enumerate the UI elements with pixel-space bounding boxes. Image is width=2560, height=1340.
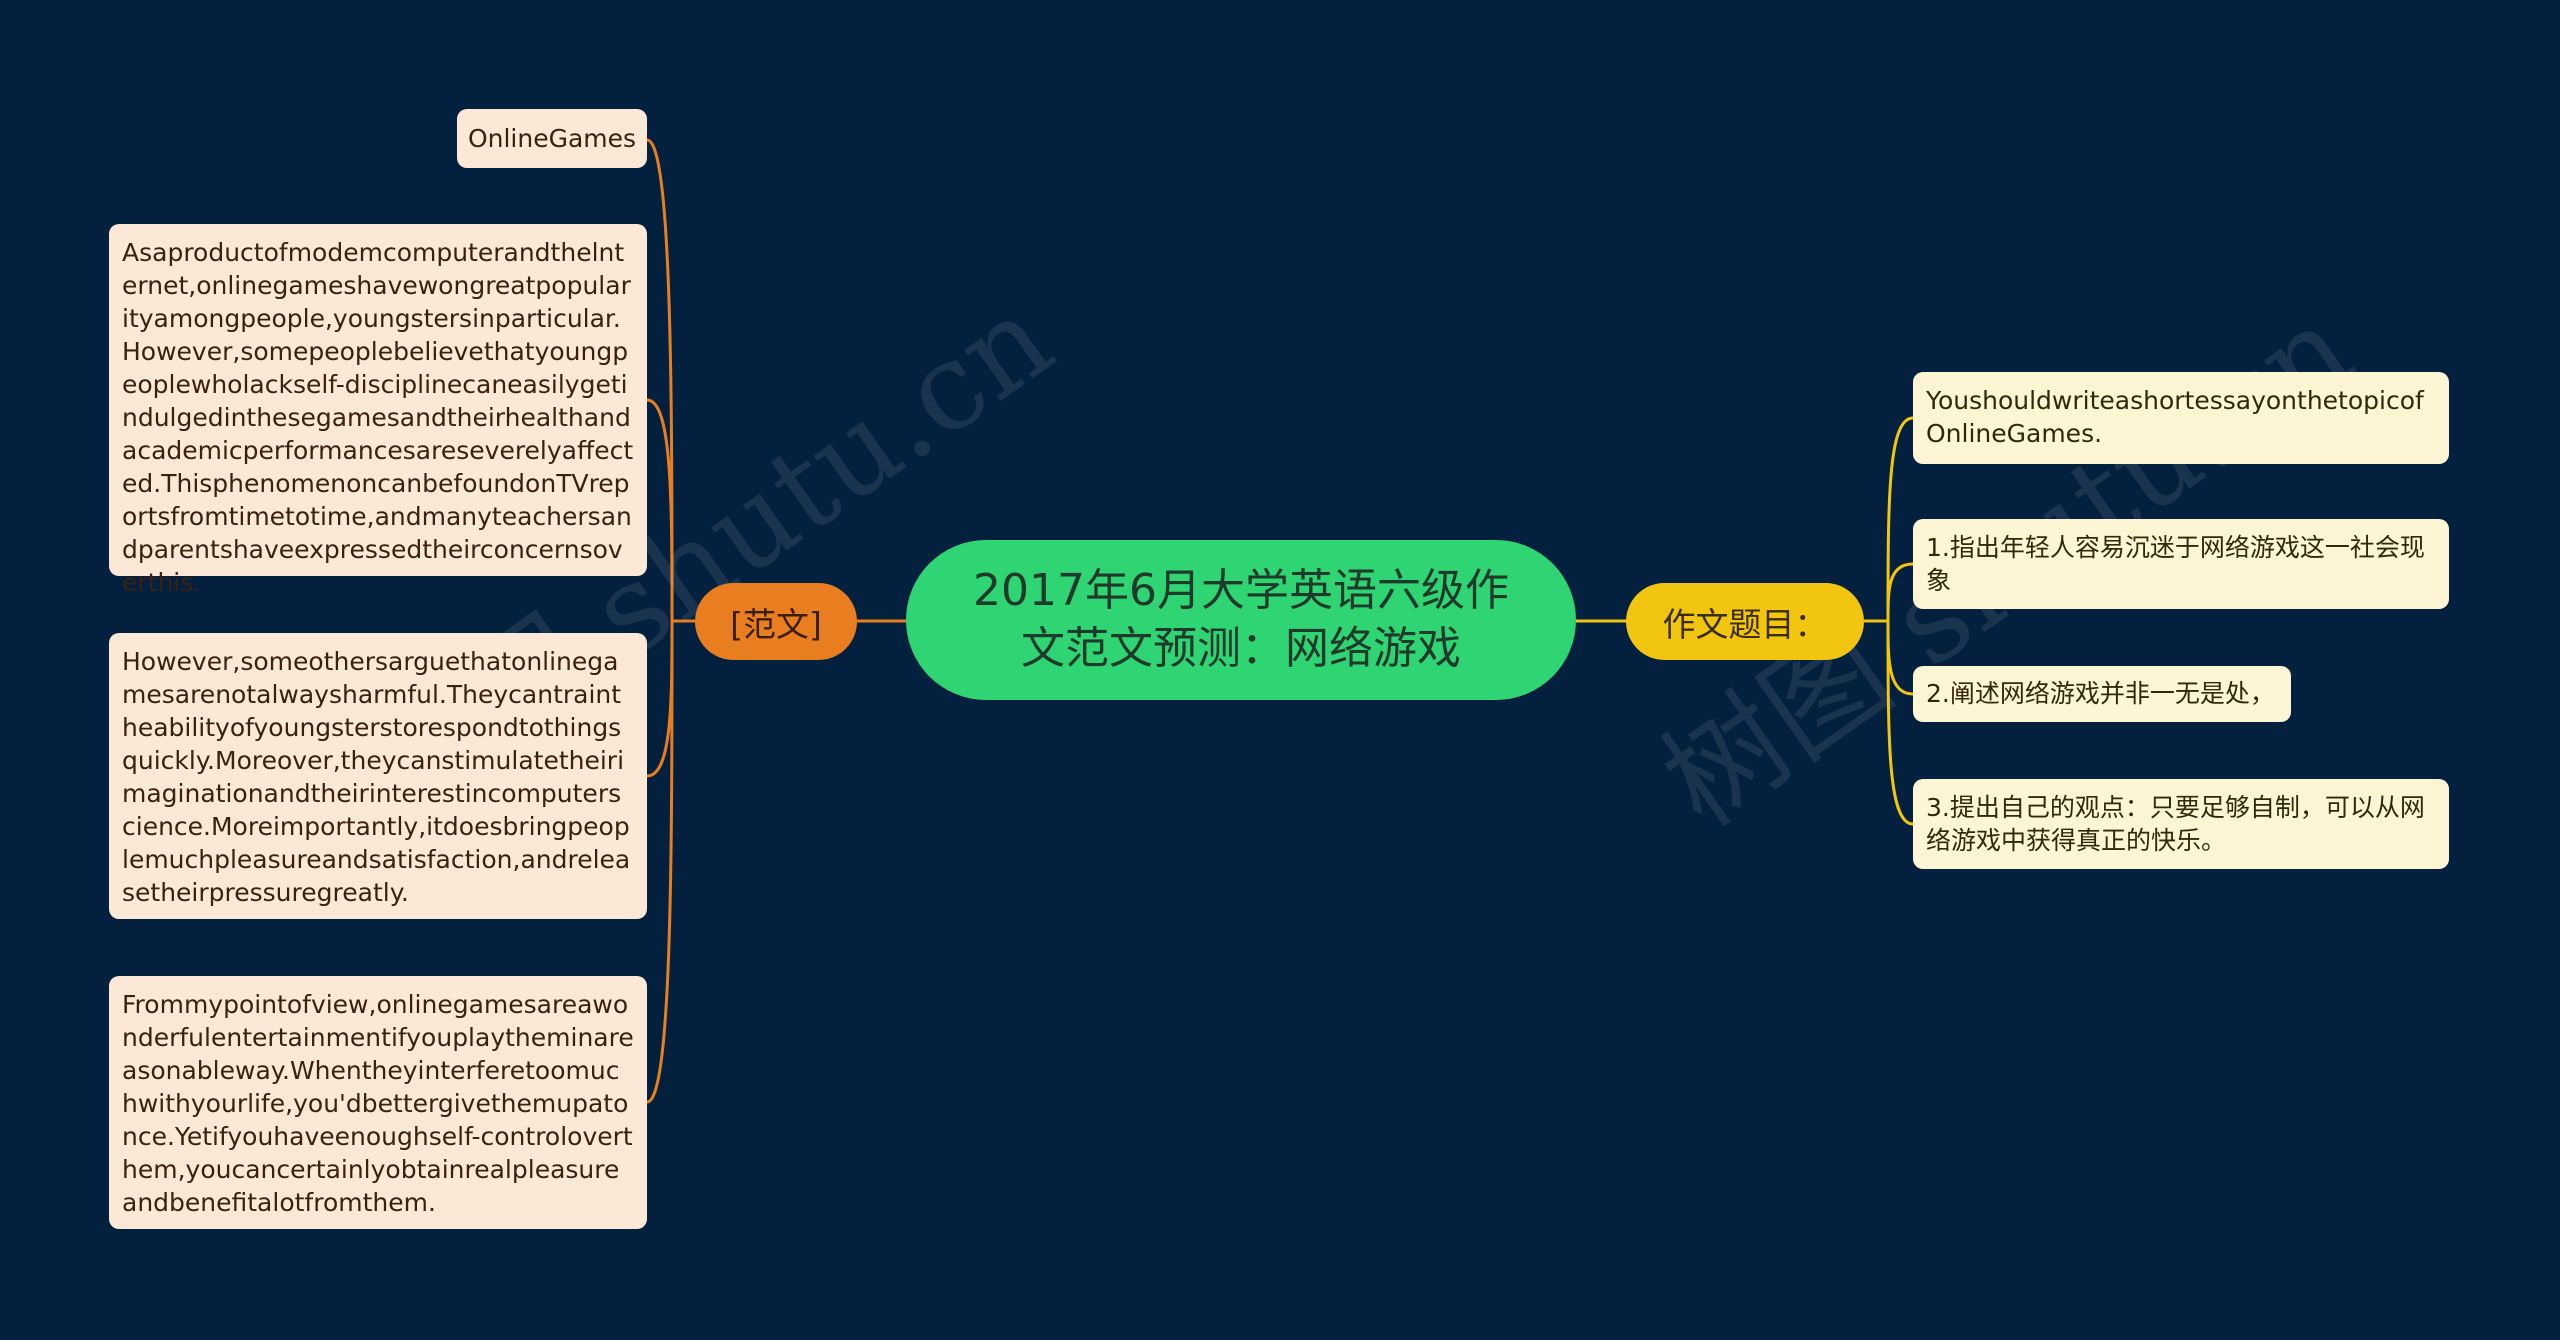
leaf-point-1[interactable]: 1.指出年轻人容易沉迷于网络游戏这一社会现象	[1913, 519, 2449, 609]
branch-essay-topic[interactable]: 作文题目：	[1626, 583, 1864, 660]
central-topic-text: 2017年6月大学英语六级作文范文预测：网络游戏	[973, 565, 1509, 674]
leaf-paragraph-2[interactable]: However,someothersarguethatonlinegamesar…	[109, 633, 647, 919]
branch-label: [范文]	[730, 604, 822, 644]
central-topic[interactable]: 2017年6月大学英语六级作文范文预测：网络游戏	[906, 540, 1576, 700]
leaf-point-3[interactable]: 3.提出自己的观点：只要足够自制，可以从网络游戏中获得真正的快乐。	[1913, 779, 2449, 869]
leaf-title[interactable]: OnlineGames	[457, 109, 647, 168]
branch-label: 作文题目：	[1662, 604, 1828, 644]
leaf-paragraph-3[interactable]: Frommypointofview,onlinegamesareawonderf…	[109, 976, 647, 1229]
branch-model-essay[interactable]: [范文]	[695, 583, 857, 660]
leaf-point-2[interactable]: 2.阐述网络游戏并非一无是处，	[1913, 666, 2291, 722]
leaf-paragraph-1[interactable]: Asaproductofmodemcomputerandthelnternet,…	[109, 224, 647, 597]
leaf-instruction[interactable]: YoushouldwriteashortessayonthetopicofOnl…	[1913, 372, 2449, 464]
